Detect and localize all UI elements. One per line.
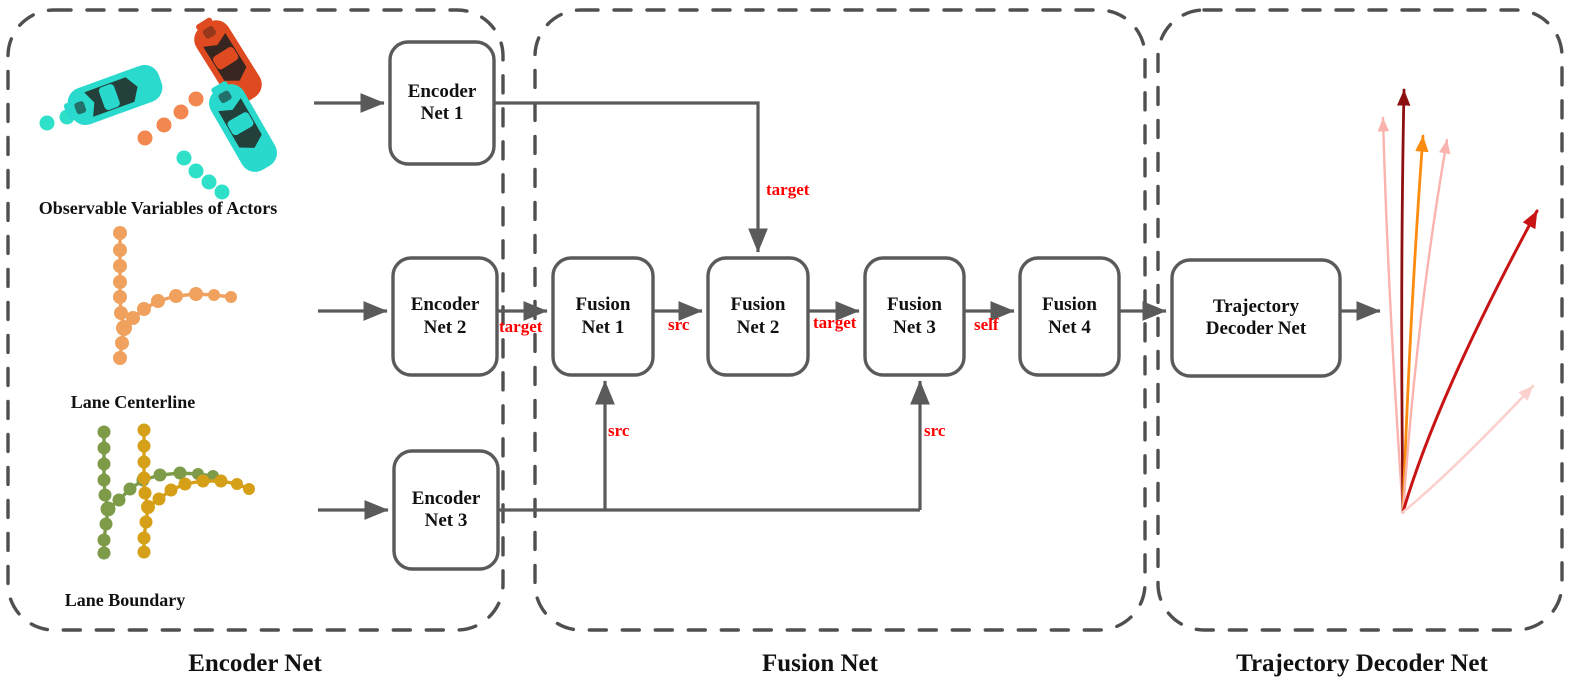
edge-label-src-encoder3-fusion3: src [924, 421, 946, 440]
box-fusion-net-1[interactable] [551, 256, 655, 377]
boundary-gold-nodes [137, 423, 255, 559]
box-trajectory-decoder-net[interactable] [1170, 258, 1342, 378]
box-fusion-net-3[interactable] [863, 256, 966, 377]
centerline-nodes [113, 226, 237, 365]
traj-pink-left-curve [1377, 116, 1405, 514]
connectors [314, 93, 1381, 520]
edge-label-target-fusion2-fusion3: target [813, 313, 857, 332]
cyan-track-2-dots [176, 150, 230, 200]
traj-pink-right-curve [1401, 138, 1451, 514]
lane-centerline-illustration [113, 226, 237, 365]
edge-label-self-fusion3-fusion4: self [974, 315, 999, 334]
group-encoder-border [6, 8, 505, 632]
box-encoder-net-2[interactable] [391, 256, 499, 377]
connector-encoder1-fusion2 [494, 101, 768, 253]
car-orange-icon [194, 17, 262, 104]
caption-observable-variables-of-actors: Observable Variables of Actors [38, 198, 278, 218]
group-label-trajectory-decoder-net: Trajectory Decoder Net [1236, 650, 1488, 677]
orange-track-dots [137, 91, 204, 146]
box-fusion-net-2[interactable] [706, 256, 810, 377]
box-encoder-net-1[interactable] [388, 40, 496, 166]
traj-red-curved-curve [1401, 209, 1539, 514]
process-boxes [388, 40, 1342, 571]
box-encoder-net-3[interactable] [392, 449, 500, 571]
group-label-fusion-net: Fusion Net [762, 650, 878, 677]
box-fusion-net-4[interactable] [1018, 256, 1121, 377]
lane-boundary-illustration [97, 423, 255, 560]
traj-orange-curve [1401, 134, 1429, 514]
caption-lane-centerline: Lane Centerline [70, 392, 196, 412]
group-label-encoder-net: Encoder Net [188, 650, 322, 677]
caption-lane-boundary: Lane Boundary [64, 590, 186, 610]
trajectory-fan-illustration [1377, 88, 1539, 514]
car-cyan-1-icon [63, 64, 163, 126]
edge-label-target-encoder1-fusion2: target [766, 180, 810, 199]
edge-label-src-encoder3-fusion1: src [608, 421, 630, 440]
edge-label-target-encoder2-fusion1: target [499, 317, 543, 336]
traj-darkred-curve [1396, 88, 1411, 514]
edge-label-src-fusion1-fusion2: src [668, 315, 690, 334]
traj-lightpink-curved-curve [1401, 384, 1535, 514]
car-cyan-2-icon [209, 81, 277, 172]
boundary-green-nodes [97, 425, 219, 560]
observable-variables-of-actors-illustration [39, 17, 277, 200]
